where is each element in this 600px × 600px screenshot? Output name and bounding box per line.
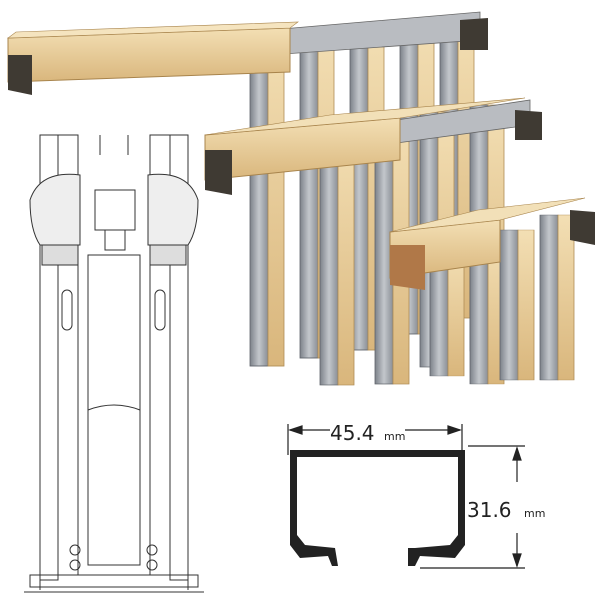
height-unit: mm xyxy=(524,507,545,520)
medium-frame-kit xyxy=(204,97,542,386)
small-frame-kit xyxy=(389,197,595,385)
end-bracket xyxy=(515,110,542,140)
height-dimension xyxy=(420,445,525,569)
end-bracket xyxy=(205,150,232,195)
width-value: 45.4 xyxy=(330,421,375,445)
width-unit: mm xyxy=(384,430,405,443)
end-bracket xyxy=(390,245,425,290)
large-frame-kit xyxy=(7,11,488,367)
end-bracket xyxy=(570,210,595,245)
channel-profile xyxy=(290,450,465,566)
width-dimension xyxy=(287,424,463,455)
end-bracket xyxy=(460,18,488,50)
track-profile-drawing: 45.4 mm 31.6 mm xyxy=(287,421,545,569)
height-value: 31.6 xyxy=(467,498,512,522)
end-bracket xyxy=(8,55,32,95)
cross-section-drawing xyxy=(24,134,204,593)
